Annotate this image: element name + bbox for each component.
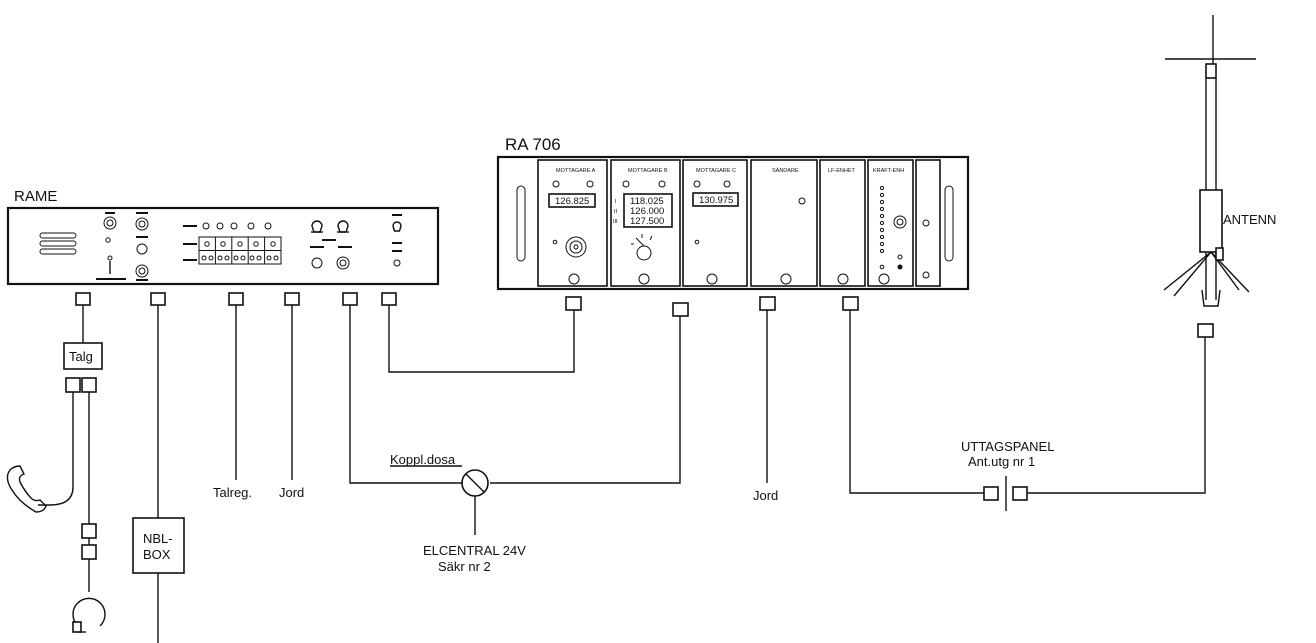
display-c (692, 192, 739, 207)
receiver-a-module: MOTTAGARE A 126.825 (548, 168, 596, 285)
koppl-label: Koppl.dosa (390, 452, 456, 467)
led-bar-icon (879, 185, 885, 254)
antenna-connector (1197, 323, 1214, 338)
module-a-label: MOTTAGARE A (556, 168, 596, 174)
rame-title: RAME (14, 188, 57, 205)
nbl-label-2: BOX (143, 547, 171, 562)
display-b-freq-2: 126.000 (630, 206, 664, 217)
elcentral-label-2: Säkr nr 2 (438, 559, 491, 574)
receiver-c-module: MOTTAGARE C 130.975 (692, 168, 739, 285)
rame-unit: RAME (6, 188, 440, 306)
selector-switch-icon (96, 255, 126, 280)
talg-box (63, 342, 103, 370)
power-unit-module: KRAFT-ENH (873, 168, 907, 285)
module-b-label: MOTTAGARE B (628, 168, 668, 174)
rotary-controls-icon (310, 220, 352, 270)
headset-plug-bottom (81, 544, 97, 560)
nbl-label-1: NBL- (143, 531, 173, 546)
channel-b-3: III (613, 219, 618, 225)
talreg-label: Talreg. (213, 485, 252, 500)
transmitter-module: SÄNDARE (772, 167, 806, 285)
uttag-label-1: UTTAGSPANEL (961, 439, 1054, 454)
handset-icon (6, 465, 47, 513)
volume-knob-icon (103, 212, 117, 243)
channel-selector-icon (631, 234, 653, 261)
headset-icon (72, 597, 106, 633)
coupling-box-icon (390, 465, 489, 497)
uttag-label-2: Ant.utg nr 1 (968, 454, 1035, 469)
display-b-freq-1: 118.025 (630, 196, 664, 207)
jord-right-label: Jord (753, 488, 778, 503)
channel-b-1: I (615, 199, 617, 205)
side-screws-icon (922, 219, 930, 279)
receiver-b-module: MOTTAGARE B I II III 118.025 126.000 127… (613, 168, 673, 285)
antenna-label: ANTENN (1223, 212, 1276, 227)
channel-b-2: II (614, 209, 618, 215)
display-c-freq: 130.975 (699, 195, 733, 206)
module-c-label: MOTTAGARE C (696, 168, 736, 174)
pushbutton-matrix-icon (198, 236, 282, 265)
indicator-lamps-icon (183, 222, 272, 261)
rame-connectors (75, 292, 397, 306)
display-a (548, 193, 596, 208)
display-a-freq: 126.825 (555, 196, 589, 207)
ra706-unit: RA 706 MOTTAGARE A 126.825 MOTTAGARE B I (496, 135, 970, 317)
control-knobs-icon (135, 212, 149, 281)
talg-plug-left (65, 377, 81, 393)
display-b-freq-3: 127.500 (630, 216, 664, 227)
talg-plug-right (81, 377, 97, 393)
output-panel-icon (983, 476, 1028, 511)
display-b (623, 193, 673, 228)
toggle-switch-icon (392, 214, 402, 267)
jord-left-label: Jord (279, 485, 304, 500)
nbl-box (132, 517, 185, 574)
wiring-lines (38, 305, 1206, 643)
ra706-title: RA 706 (505, 135, 561, 154)
module-e-label: LF-ENHET (828, 168, 856, 174)
elcentral-label-1: ELCENTRAL 24V (423, 543, 526, 558)
ra706-connectors (565, 296, 859, 317)
module-d-label: SÄNDARE (772, 167, 799, 174)
speaker-grille-icon (39, 232, 77, 255)
lf-unit-module: LF-ENHET (828, 168, 856, 285)
talg-label: Talg (69, 349, 93, 364)
headset-plug-top (81, 523, 97, 539)
module-f-label: KRAFT-ENH (873, 168, 904, 174)
antenna-mast-icon (1163, 15, 1256, 307)
